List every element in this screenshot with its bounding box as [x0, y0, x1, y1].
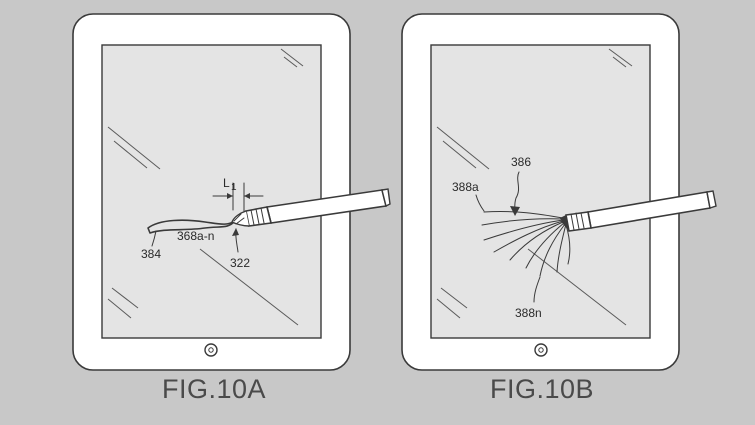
- arrow-386: [510, 206, 520, 216]
- leader-388a: [475, 194, 485, 212]
- leader-388n: [533, 276, 541, 303]
- stylus-brush-icon: [231, 188, 391, 227]
- figure-caption-10a: FIG.10A: [161, 374, 267, 404]
- stylus-brush-icon: [560, 190, 717, 232]
- label-388a: 388a: [452, 180, 479, 194]
- tablet-device-b: 386 388a 388n: [401, 13, 717, 371]
- tablet-device-a: L 1 384 368a-n 322: [72, 13, 391, 371]
- label-388n: 388n: [515, 306, 542, 320]
- home-button-icon: [534, 343, 548, 357]
- arrow-322: [232, 228, 239, 236]
- label-384: 384: [141, 247, 161, 261]
- leader-384: [151, 230, 157, 247]
- label-l-subscript: 1: [231, 182, 237, 193]
- dimension-l1: L 1: [212, 176, 264, 213]
- label-l: L: [223, 176, 230, 190]
- tablet-screen-b: [430, 44, 651, 339]
- label-322: 322: [230, 256, 250, 270]
- home-button-icon: [204, 343, 218, 357]
- screen-glare-a: [107, 48, 304, 326]
- tablet-screen-a: [101, 44, 322, 339]
- label-386: 386: [511, 155, 531, 169]
- figure-caption-10b: FIG.10B: [489, 374, 595, 404]
- label-368a-n: 368a-n: [177, 229, 214, 243]
